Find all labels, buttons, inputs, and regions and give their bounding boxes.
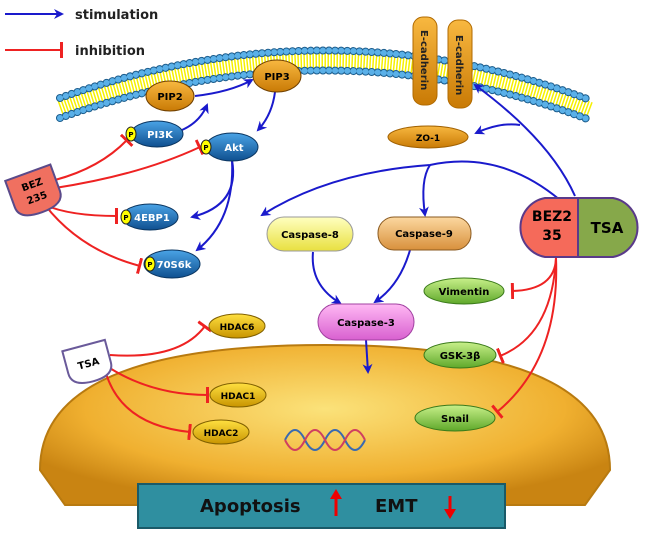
svg-text:35: 35 (542, 228, 561, 244)
svg-text:ZO-1: ZO-1 (416, 134, 440, 144)
vimentin-node: Vimentin (423, 277, 505, 305)
pip2-node: PIP2 (145, 80, 195, 112)
svg-text:Caspase-8: Caspase-8 (281, 230, 339, 241)
svg-text:PIP2: PIP2 (157, 92, 182, 103)
svg-text:E-cadherin: E-cadherin (453, 35, 464, 95)
cell-membrane (56, 46, 594, 124)
dna-icon (284, 429, 366, 451)
svg-text:Caspase-3: Caspase-3 (337, 318, 395, 329)
hdac1-node: HDAC1 (209, 382, 267, 408)
4ebp1-node: 4EBP1 P (120, 203, 179, 231)
e-cadherin-1: E-cadherin (412, 16, 438, 106)
legend-stimulation: stimulation (75, 8, 158, 23)
svg-text:P: P (147, 261, 152, 269)
arrow-down-icon (444, 496, 456, 519)
svg-text:PIP3: PIP3 (264, 72, 289, 83)
snail-node: Snail (414, 404, 496, 432)
bez235-tsa-combination: BEZ2 35 TSA (519, 197, 639, 258)
hdac2-node: HDAC2 (192, 419, 250, 445)
svg-text:Caspase-9: Caspase-9 (395, 229, 453, 240)
svg-text:P: P (128, 131, 133, 139)
legend-inhibition: inhibition (75, 44, 145, 59)
svg-text:Vimentin: Vimentin (439, 287, 490, 298)
gsk3b-node: GSK-3β (423, 341, 497, 369)
caspase-3-node: Caspase-3 (317, 303, 415, 341)
svg-text:P: P (123, 214, 128, 222)
caspase-9-node: Caspase-9 (377, 216, 472, 251)
zo1-node: ZO-1 (387, 125, 469, 149)
pi3k-node: PI3K P (125, 120, 184, 148)
caspase-8-node: Caspase-8 (266, 216, 354, 252)
svg-text:4EBP1: 4EBP1 (134, 213, 170, 224)
svg-text:GSK-3β: GSK-3β (440, 351, 481, 362)
pip3-node: PIP3 (252, 59, 302, 93)
svg-text:E-cadherin: E-cadherin (418, 30, 429, 90)
emt-label: EMT (375, 496, 418, 517)
svg-text:HDAC6: HDAC6 (220, 323, 255, 333)
bez235-inhibitor: BEZ 235 (3, 163, 62, 217)
svg-text:HDAC1: HDAC1 (221, 392, 256, 402)
hdac6-node: HDAC6 (208, 313, 266, 339)
svg-text:HDAC2: HDAC2 (204, 429, 239, 439)
e-cadherin-2: E-cadherin (447, 19, 473, 109)
akt-node: Akt P (200, 132, 259, 162)
svg-text:P: P (203, 144, 208, 152)
svg-text:Akt: Akt (224, 143, 243, 154)
outcome-box: Apoptosis EMT (137, 483, 506, 529)
nucleus (38, 343, 612, 506)
arrow-up-icon (330, 489, 342, 516)
apoptosis-label: Apoptosis (200, 496, 301, 517)
70s6k-node: 70S6k P (143, 249, 201, 279)
svg-text:70S6k: 70S6k (157, 260, 192, 271)
svg-text:Snail: Snail (441, 414, 469, 425)
svg-text:TSA: TSA (591, 219, 624, 237)
tsa-inhibitor: TSA (61, 338, 113, 384)
svg-text:PI3K: PI3K (147, 130, 174, 141)
svg-text:BEZ2: BEZ2 (532, 209, 572, 225)
